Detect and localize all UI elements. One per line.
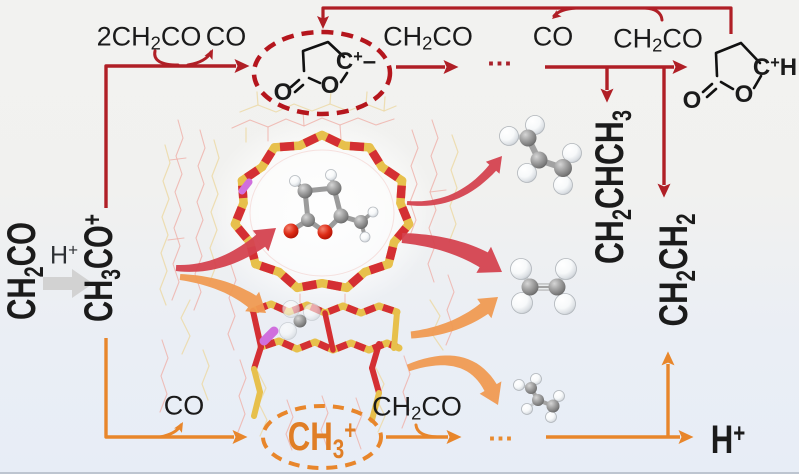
label-ethylene: CH2CH2: [652, 213, 702, 327]
bottom-edge-line: [0, 472, 799, 474]
label-lactone-carbonyl-oxygen: O: [273, 79, 293, 106]
label-ketene-feed: CH2CO: [0, 221, 50, 321]
label-protonated-carbonyl-oxygen: O: [682, 87, 702, 114]
label-protonated-ring-oxygen: O: [734, 81, 754, 108]
zeolite-framework: [230, 130, 414, 423]
skeletal-structures: [289, 40, 763, 99]
label-lactone-cation-carbon: C+–: [335, 47, 377, 75]
label-ellipsis-bottom: ...: [488, 416, 514, 447]
label-2ch2co-top: 2CH2CO: [96, 21, 202, 54]
label-protonated-lactone-carbon: C+H: [752, 53, 798, 81]
label-propene: CH2CHCH3: [588, 109, 638, 265]
label-ellipsis-top: ...: [487, 41, 513, 72]
label-ch2co-bottom: CH2CO: [372, 391, 462, 424]
label-proton-product: H+: [710, 418, 746, 462]
label-co-top-left: CO: [205, 21, 247, 52]
label-co-bottom: CO: [163, 390, 205, 421]
label-ch2co-top-right: CH2CO: [613, 23, 703, 56]
molecule-models: [283, 115, 582, 423]
zeolite-wireframe: [159, 90, 459, 451]
label-co-top-right: CO: [532, 21, 574, 52]
reaction-path-arrows: [43, 6, 733, 444]
label-methyl-cation: CH3+: [287, 415, 357, 465]
label-proton-feed: H+: [50, 240, 78, 270]
label-lactone-ring-oxygen: O: [320, 72, 340, 99]
intermediate-ellipses: [251, 29, 393, 470]
label-acylium: CH3CO+: [77, 214, 127, 322]
label-ch2co-after-cycle: CH2CO: [383, 21, 473, 54]
thick-curved-arrows: [175, 156, 502, 405]
